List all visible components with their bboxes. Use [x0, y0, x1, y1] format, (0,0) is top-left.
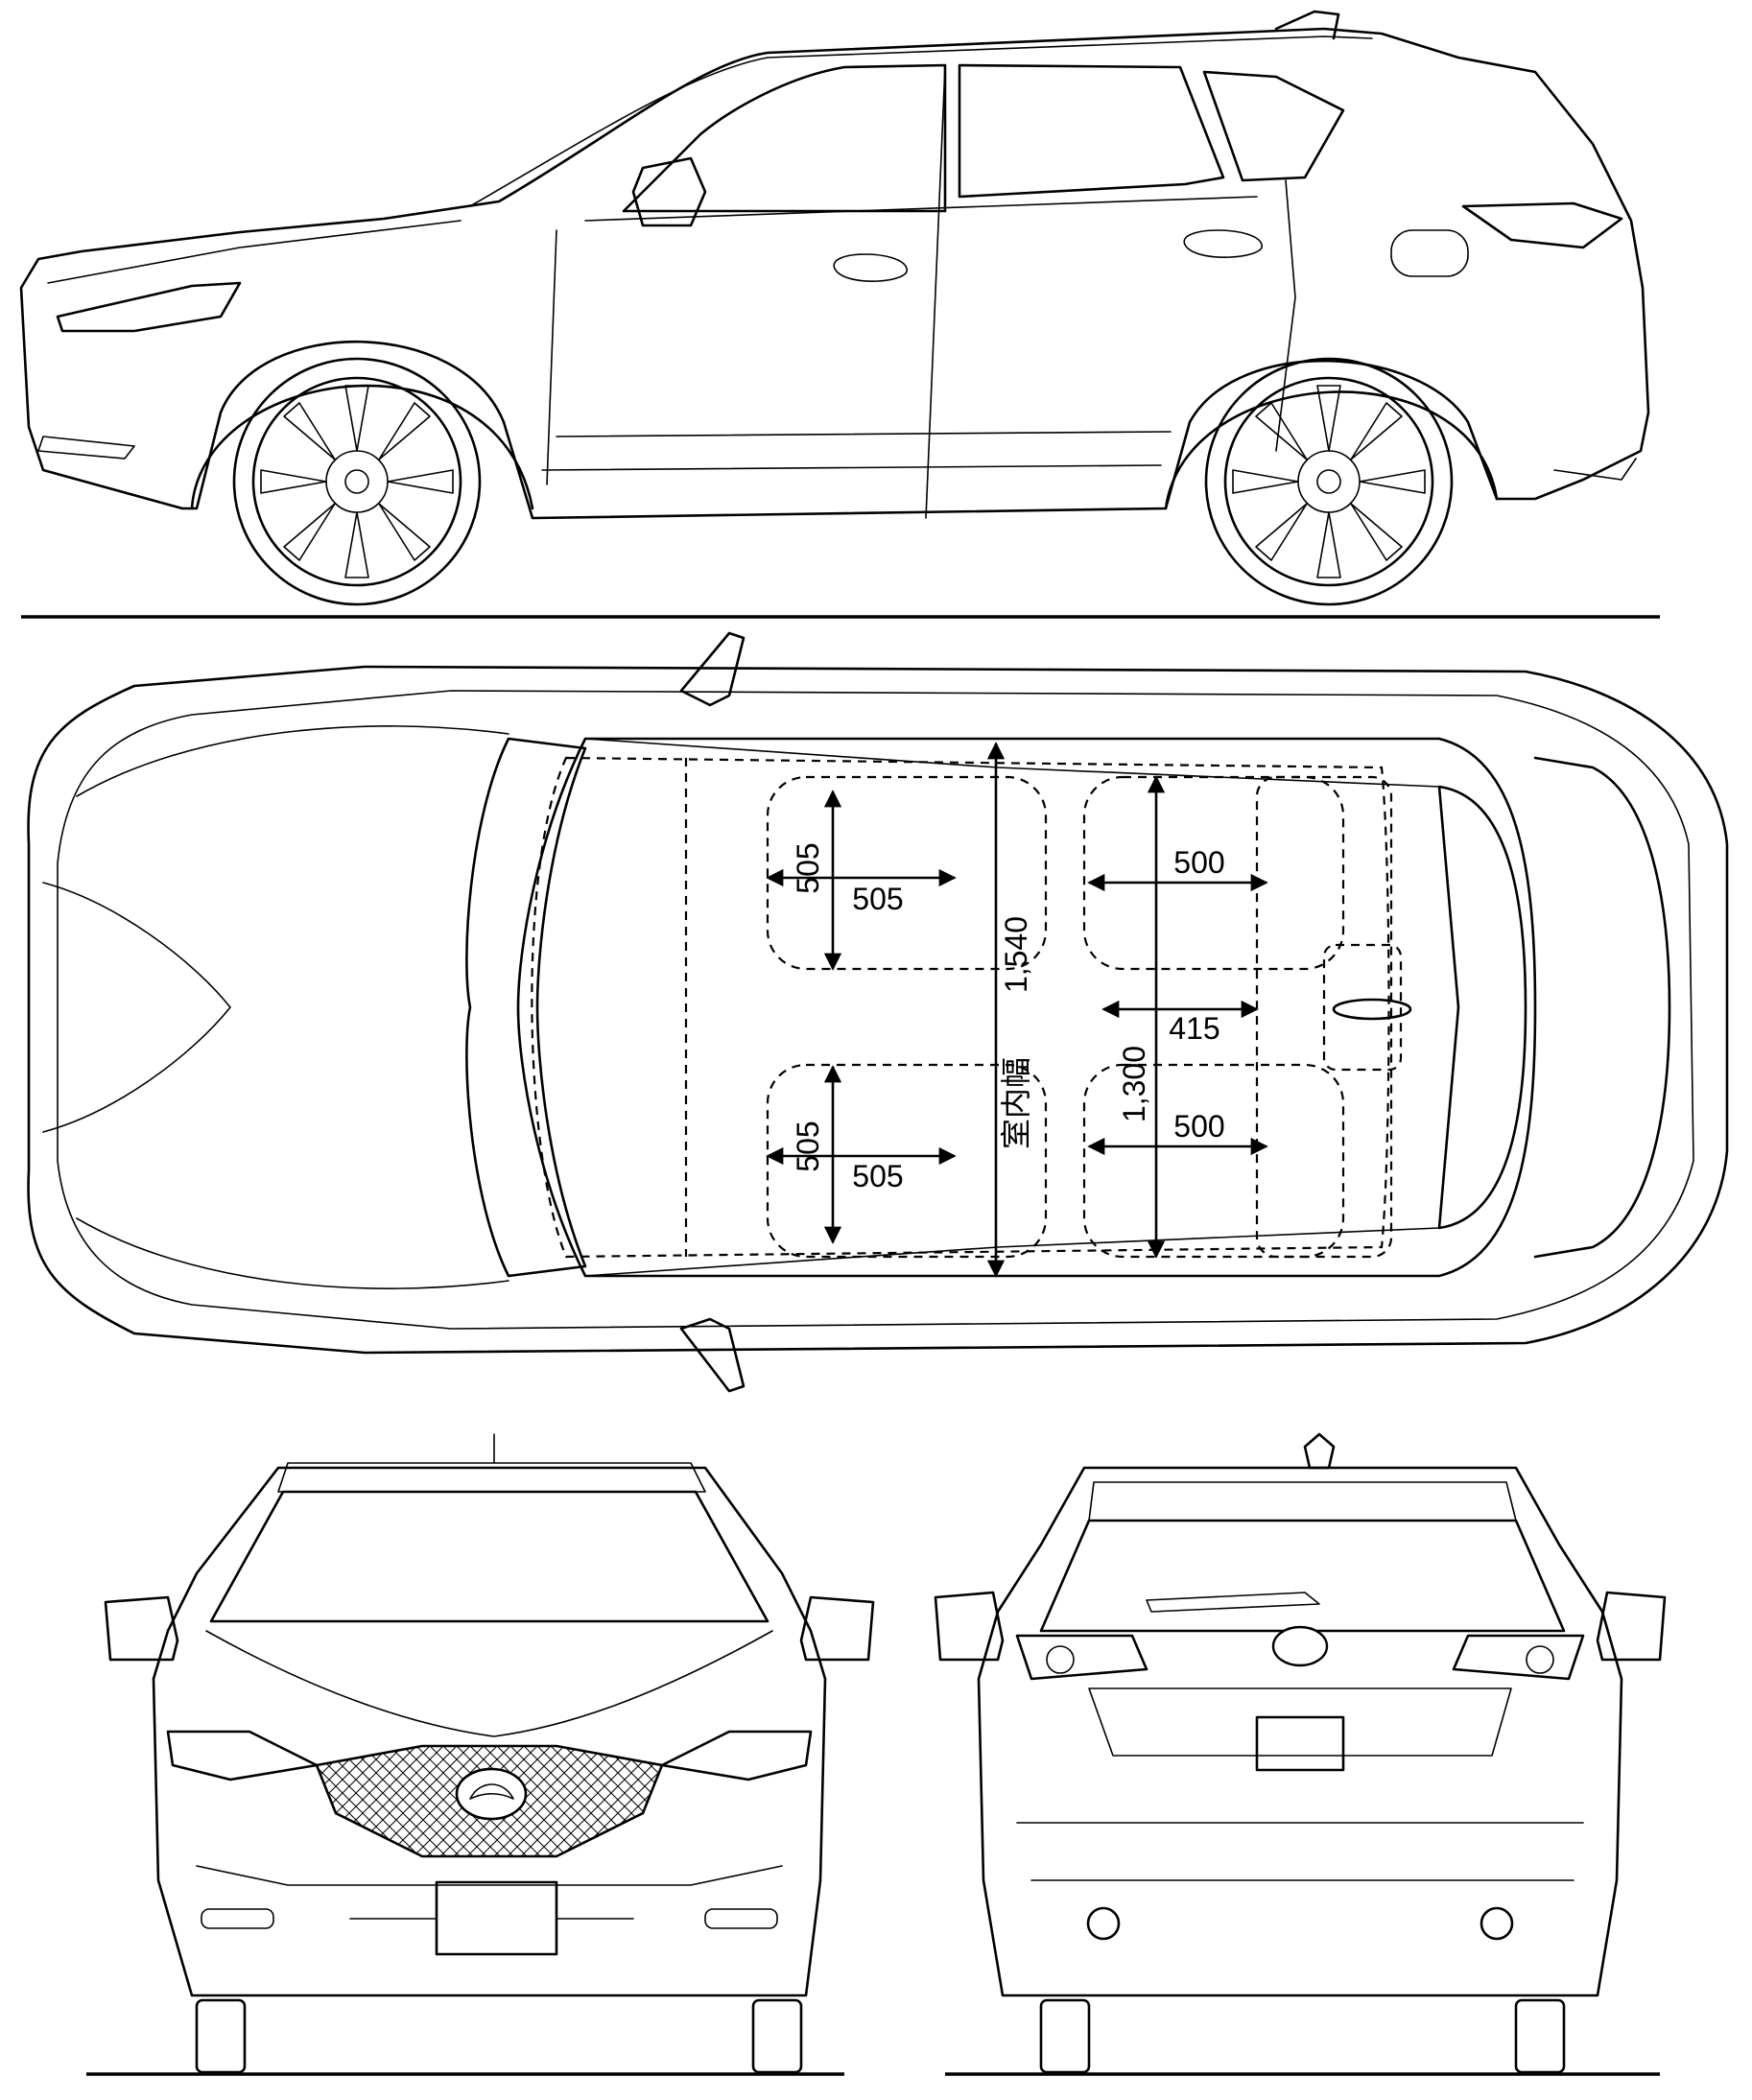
- top-rear-bench-back: [1255, 775, 1393, 1259]
- rear-lamp-ring-left: [1046, 1645, 1075, 1674]
- top-roof-outline: [516, 737, 1537, 1278]
- front-mirror-right: [799, 1595, 875, 1662]
- side-beltline: [584, 196, 1258, 222]
- front-roof: [277, 1462, 706, 1493]
- front-view: [86, 1433, 875, 2076]
- side-front-arch: [190, 384, 534, 510]
- side-rear-wheel: [1204, 357, 1454, 606]
- front-fog-right: [704, 1908, 778, 1929]
- dim-front-left-depth: 505: [791, 842, 825, 893]
- top-view: 505 505 505 505 室内幅 1,540 500 415 1,300 …: [27, 631, 1729, 1393]
- side-taillight: [1461, 201, 1623, 249]
- rear-license-plate: [1255, 1715, 1345, 1772]
- dim-front-right-width: 505: [852, 1159, 903, 1193]
- side-rear-door-cut: [1275, 179, 1296, 452]
- side-headlight: [56, 281, 242, 333]
- front-emblem-wings: [469, 1783, 514, 1800]
- top-mirror-lower: [679, 1317, 746, 1393]
- side-front-door-handle: [833, 253, 908, 282]
- side-front-door-cut: [546, 229, 557, 485]
- rear-lamp-ring-right: [1526, 1645, 1554, 1674]
- rear-view: [934, 1432, 1667, 2076]
- front-mirror-left: [104, 1595, 179, 1662]
- side-rear-reflector: [1553, 458, 1637, 481]
- rear-spoiler: [1088, 1481, 1517, 1522]
- side-hood-line: [47, 220, 462, 284]
- side-rear-arch: [1164, 390, 1499, 510]
- top-rear-glass: [1437, 785, 1527, 1230]
- side-window-rear: [958, 63, 1225, 199]
- rear-window: [1039, 1519, 1566, 1633]
- top-interior-outline: [531, 756, 1390, 1259]
- top-front-fascia: [42, 882, 231, 1133]
- dim-interior-width-label: 室内幅: [998, 1057, 1034, 1149]
- top-hood-crease-upper: [76, 725, 509, 797]
- top-hood-crease-lower: [76, 1217, 509, 1289]
- side-sill: [541, 464, 1162, 471]
- dim-rear-center: 415: [1169, 1011, 1219, 1046]
- rear-taillight-right: [1452, 1634, 1585, 1681]
- side-mirror: [631, 156, 707, 227]
- side-view: [19, 10, 1660, 619]
- front-headlight-right: [660, 1730, 813, 1781]
- rear-tire-right: [1514, 1998, 1566, 2074]
- side-b-pillar: [925, 64, 946, 519]
- side-antenna: [1274, 10, 1340, 40]
- top-dimension-lines: [766, 742, 1268, 1278]
- top-rear-wiper-hub: [1332, 998, 1412, 1021]
- rear-tailgate-panel: [1088, 1687, 1512, 1757]
- dim-rear-right-width: 500: [1173, 1109, 1224, 1144]
- rear-tire-left: [1039, 1998, 1091, 2074]
- top-mirror-upper: [679, 631, 746, 707]
- rear-body-outline: [977, 1466, 1623, 1997]
- rear-exhaust-right: [1480, 1906, 1514, 1941]
- front-license-plate: [435, 1880, 558, 1956]
- side-window-quarter: [1202, 70, 1345, 182]
- rear-exhaust-left: [1086, 1906, 1121, 1941]
- side-front-fog: [37, 436, 135, 460]
- top-inner-outline: [57, 690, 1694, 1330]
- front-tire-left: [195, 1998, 247, 2074]
- dim-front-left-width: 505: [852, 882, 903, 916]
- side-fuel-lid: [1390, 229, 1469, 277]
- top-rear-center-console: [1322, 943, 1403, 1072]
- rear-taillight-left: [1015, 1634, 1148, 1681]
- rear-emblem-icon: [1271, 1625, 1329, 1667]
- dim-rear-seat-span: 1,300: [1117, 1046, 1151, 1122]
- front-bumper-line: [196, 1865, 783, 1886]
- rear-mirror-right: [1596, 1591, 1667, 1662]
- top-rear-seat-left: [1082, 775, 1345, 971]
- top-rear-seat-right: [1082, 1063, 1345, 1259]
- rear-shark-antenna: [1303, 1432, 1336, 1470]
- dim-rear-left-width: 500: [1173, 845, 1224, 880]
- front-body-outline: [152, 1466, 827, 1997]
- rear-mirror-left: [934, 1591, 1005, 1662]
- dim-interior-width-value: 1,540: [999, 916, 1033, 993]
- front-headlight-left: [166, 1730, 319, 1781]
- side-rear-door-handle: [1183, 229, 1263, 258]
- side-front-wheel: [232, 357, 482, 606]
- side-roof-rail: [469, 35, 1373, 207]
- side-window-front: [622, 63, 947, 213]
- top-body-outline: [27, 665, 1729, 1355]
- top-windshield: [465, 737, 587, 1278]
- side-body-outline: [19, 27, 1650, 520]
- top-tailgate: [1533, 756, 1671, 1259]
- front-fog-left: [201, 1908, 274, 1929]
- front-tire-right: [751, 1998, 803, 2074]
- front-hood-line: [205, 1630, 773, 1737]
- dim-front-right-depth: 505: [791, 1121, 825, 1171]
- front-windshield: [209, 1490, 769, 1623]
- rear-wiper: [1146, 1592, 1320, 1613]
- side-rocker-line: [556, 431, 1172, 437]
